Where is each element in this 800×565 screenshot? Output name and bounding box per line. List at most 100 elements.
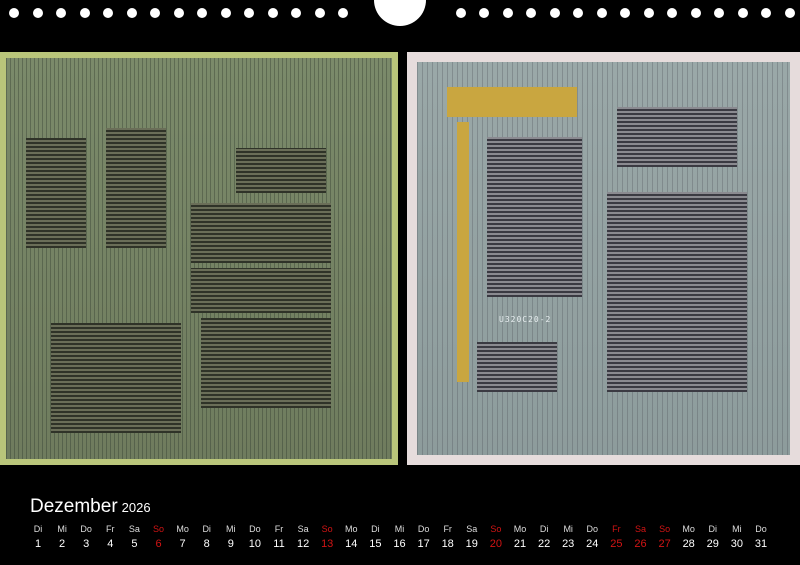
weekday-label: Fr	[274, 524, 284, 534]
weekday-label: Mo	[682, 524, 695, 534]
weekday-label: So	[659, 524, 671, 534]
weekday-label: Mi	[732, 524, 742, 534]
weekday-label: Mo	[513, 524, 527, 534]
metal-layer	[447, 87, 577, 117]
weekday-label: Mi	[57, 524, 67, 534]
day-number: 6	[155, 538, 162, 550]
chip-photo-left	[0, 52, 398, 465]
month-name: Dezember	[30, 496, 118, 517]
binder-hole	[314, 8, 325, 18]
day-number: 4	[107, 538, 114, 550]
day-number: 29	[706, 538, 719, 550]
weekday-label: Sa	[128, 524, 140, 534]
logic-block	[236, 148, 326, 193]
binder-hole	[103, 8, 113, 18]
day-number: 13	[321, 538, 334, 550]
hanger-notch	[374, 0, 426, 26]
binder-hole	[573, 8, 583, 18]
weekday-label: Do	[586, 524, 599, 534]
day-number: 7	[179, 538, 186, 550]
binder-hole	[737, 8, 748, 18]
weekday-label: Do	[80, 524, 92, 534]
weekday-label: Sa	[634, 524, 646, 534]
binder-hole	[9, 8, 19, 18]
day-number: 19	[465, 538, 478, 550]
chip-label: U320C20-2	[499, 315, 552, 324]
weekday-label: Di	[708, 524, 718, 534]
binder-hole	[197, 8, 207, 18]
binder-hole	[479, 8, 489, 18]
binder-hole	[56, 8, 66, 18]
day-number: 23	[562, 538, 575, 550]
weekday-label: Mi	[563, 524, 573, 534]
weekday-label: Di	[33, 524, 43, 534]
memory-block	[191, 203, 331, 263]
weekday-label: Sa	[466, 524, 478, 534]
binder-hole	[502, 8, 513, 18]
memory-block	[487, 137, 582, 297]
binder-hole	[714, 8, 724, 18]
weekday-label: Mo	[345, 524, 358, 534]
day-number: 22	[537, 538, 551, 550]
day-number: 15	[369, 538, 382, 550]
binder-hole	[291, 8, 301, 18]
day-number: 2	[59, 538, 66, 550]
weekday-label: Di	[202, 524, 211, 534]
logic-block	[607, 192, 747, 392]
binder-hole	[690, 8, 701, 18]
binder-hole	[150, 8, 160, 18]
binder-hole	[526, 8, 536, 18]
day-number: 21	[513, 538, 527, 550]
binder-hole	[667, 8, 677, 18]
year: 2026	[121, 500, 151, 515]
binder-hole	[455, 8, 466, 18]
day-number: 11	[273, 538, 285, 550]
binder-hole	[643, 8, 654, 18]
binder-hole	[267, 8, 278, 18]
chip-photo-right: U320C20-2	[407, 52, 800, 465]
logic-block	[51, 323, 181, 433]
logic-block	[106, 128, 166, 248]
weekday-label: Do	[417, 524, 430, 534]
binder-hole	[596, 8, 607, 18]
binder-hole	[549, 8, 560, 18]
weekday-label: So	[490, 524, 502, 534]
binder-hole	[338, 8, 348, 18]
weekday-label: Fr	[612, 524, 621, 534]
weekday-label: Di	[539, 524, 549, 534]
day-number: 17	[417, 538, 430, 550]
day-number: 28	[682, 538, 695, 550]
day-number: 5	[131, 538, 138, 550]
weekday-label: Fr	[106, 524, 115, 534]
day-number: 12	[296, 538, 310, 550]
day-number: 20	[489, 538, 503, 550]
weekday-label: So	[321, 524, 333, 534]
day-number: 9	[227, 538, 234, 550]
memory-block	[201, 318, 331, 408]
binder-hole	[784, 8, 795, 18]
day-number: 14	[345, 538, 358, 550]
binder-hole	[32, 8, 43, 18]
day-number: 8	[203, 538, 210, 550]
weekday-label: Sa	[297, 524, 309, 534]
day-number: 24	[586, 538, 599, 550]
day-number: 31	[754, 538, 768, 550]
binder-hole	[220, 8, 231, 18]
day-number: 3	[83, 538, 90, 550]
weekday-label: Do	[755, 524, 767, 534]
day-number: 26	[634, 538, 647, 550]
binder-hole	[761, 8, 771, 18]
binder-hole	[79, 8, 90, 18]
day-number: 30	[730, 538, 744, 550]
weekday-label: Mo	[176, 524, 189, 534]
day-number: 1	[34, 538, 42, 550]
day-number: 10	[248, 538, 262, 550]
binder-hole	[173, 8, 184, 18]
weekday-label: Di	[371, 524, 380, 534]
memory-block	[191, 268, 331, 313]
binder-hole	[244, 8, 254, 18]
day-number: 25	[610, 538, 623, 550]
weekday-label: Do	[249, 524, 261, 534]
logic-block	[26, 138, 86, 248]
